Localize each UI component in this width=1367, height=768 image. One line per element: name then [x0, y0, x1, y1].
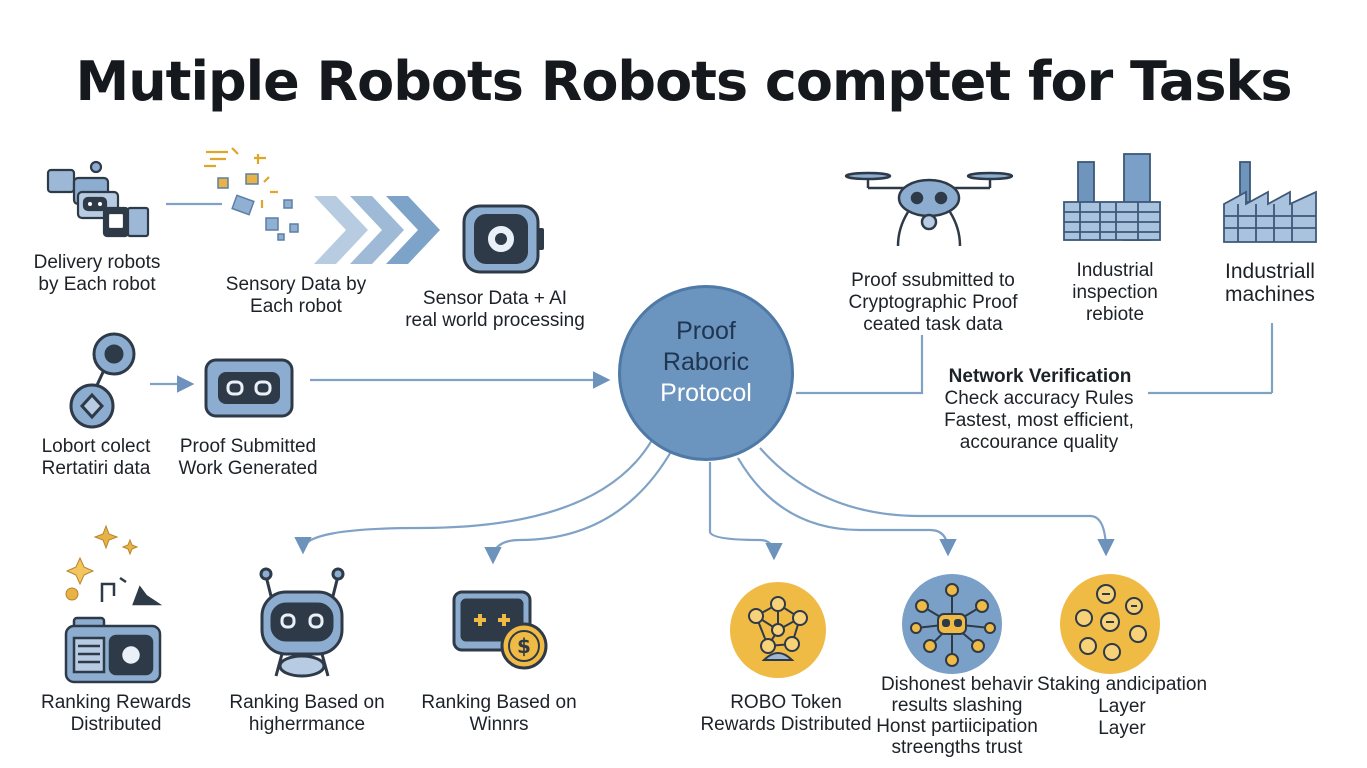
- crypto-proof-label: Proof ssubmitted to Cryptographic Proof …: [848, 270, 1018, 335]
- chevron-arrows-icon: [314, 196, 440, 264]
- hub-to-winners-arrow: [484, 449, 673, 565]
- robo-token-label: ROBO Token Rewards Distributed: [700, 692, 872, 735]
- proof-submitted-label: Proof Submitted Work Generated: [178, 436, 318, 479]
- industrial-machines-label: Industriall machines: [1225, 260, 1315, 306]
- robot-camera-icon: [64, 616, 162, 684]
- industrial-inspection-label: Industrial inspection rebiote: [1072, 260, 1158, 325]
- node-network-icon: [902, 574, 1002, 674]
- hub-to-ranking-hm-arrow: [294, 439, 653, 555]
- hub-to-dishonest-arrow: [737, 457, 957, 557]
- sensory-data-label: Sensory Data by Each robot: [225, 274, 367, 317]
- robot-screen-icon: [204, 358, 294, 418]
- hub-line-2: Raboric: [662, 348, 750, 376]
- svg-text:$: $: [517, 634, 531, 658]
- drone-icon: [844, 171, 1014, 247]
- staking-coins-icon: [1060, 574, 1160, 674]
- sensor-ai-label: Sensor Data + AI real world processing: [405, 288, 585, 331]
- factory-machines-icon: [1223, 161, 1317, 243]
- factory-icon: [1063, 153, 1161, 241]
- protocol-hub-label: Proof Raboric Protocol: [618, 316, 794, 409]
- staking-layer-label: Staking andicipation Layer Layer: [1036, 674, 1208, 739]
- sparkles-icon: [65, 524, 162, 606]
- ranking-winners-label: Ranking Based on Winnrs: [421, 692, 577, 735]
- ranking-higherrmance-label: Ranking Based on higherrmance: [229, 692, 385, 735]
- robot-face-icon: [259, 567, 345, 678]
- hub-line-3: Protocol: [660, 379, 752, 407]
- data-fragments-icon: [204, 147, 299, 241]
- hub-line-1: Proof: [676, 317, 736, 345]
- delivery-robots-label: Delivery robots by Each robot: [33, 252, 161, 295]
- robot-arm-icon: [69, 332, 136, 429]
- network-verification-title: Network Verification: [948, 366, 1132, 387]
- collect-data-label: Lobort colect Rertatiri data: [41, 436, 151, 479]
- delivery-robots-icon: [46, 160, 150, 238]
- network-verification-body: Check accuracy Rules Fastest, most effic…: [944, 388, 1134, 453]
- camera-sensor-icon: [462, 204, 544, 274]
- page-title: Mutiple Robots Robots comptet for Tasks: [75, 50, 1292, 113]
- crypto-to-hub-line: [796, 335, 924, 395]
- hub-to-token-arrow: [708, 462, 783, 561]
- hub-to-staking-arrow: [759, 447, 1115, 557]
- protocol-hub[interactable]: [618, 285, 794, 461]
- ranking-rewards-label: Ranking Rewards Distributed: [41, 692, 191, 735]
- coin-screen-icon: $: [452, 590, 548, 670]
- token-network-icon: [730, 582, 826, 678]
- dishonest-behavior-label: Dishonest behavir results slashing Honst…: [876, 674, 1038, 758]
